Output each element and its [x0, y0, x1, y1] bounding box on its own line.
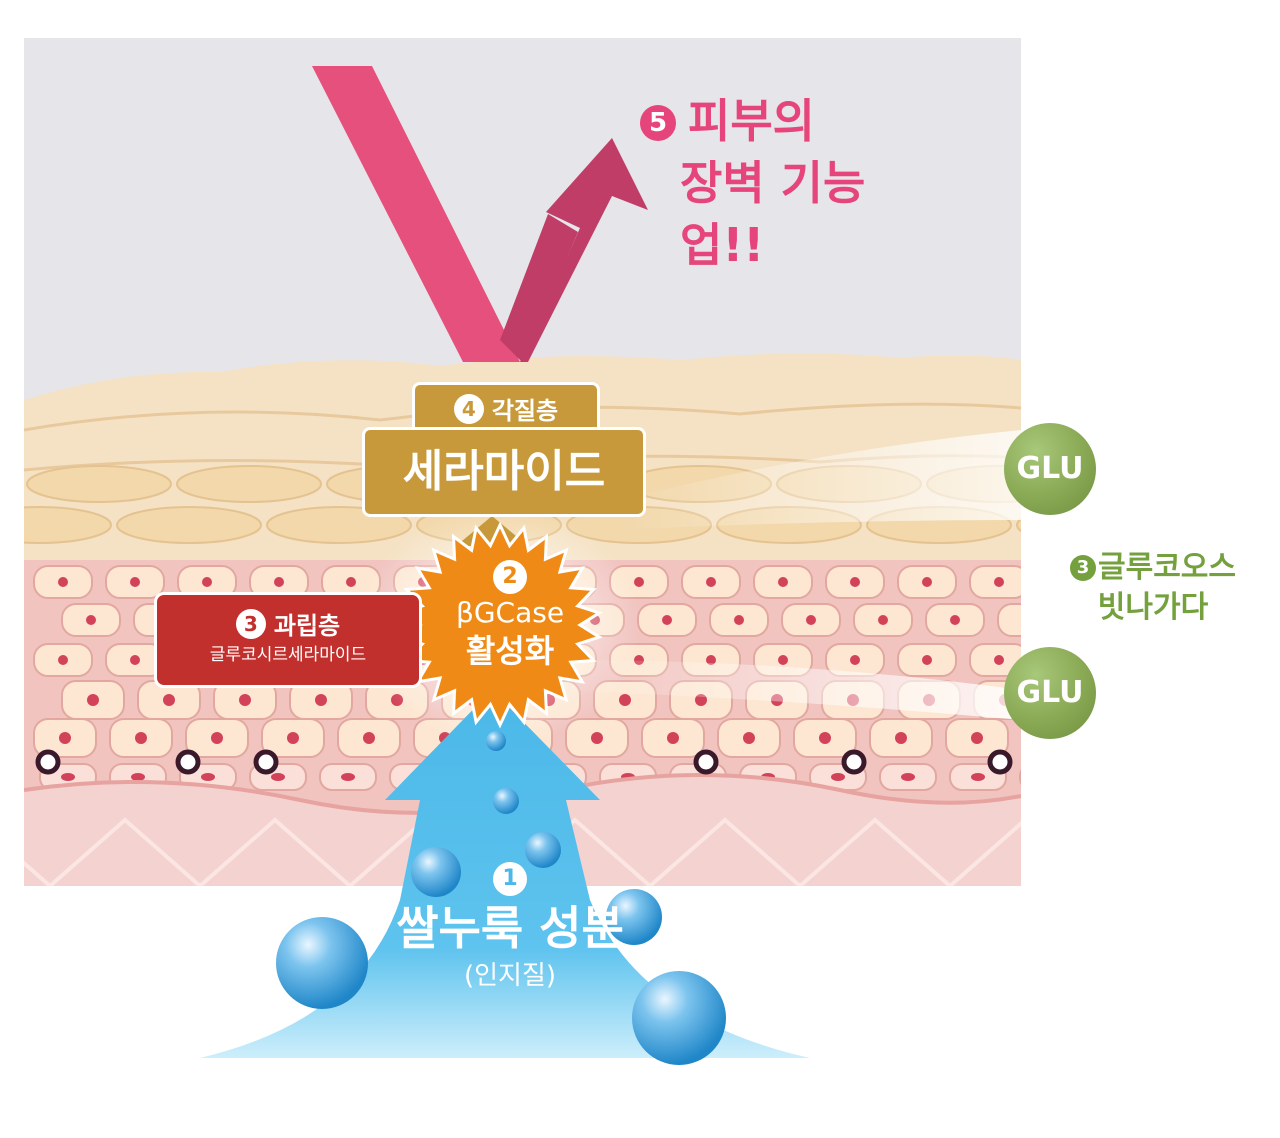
title-line-3: 업!!	[680, 218, 765, 272]
glucose-line-2: 빗나가다	[1097, 590, 1209, 625]
enzyme-burst	[397, 521, 603, 729]
step1-number: 1	[493, 862, 527, 896]
enzyme-label: 2 βGCase 활성화	[420, 560, 600, 670]
melanocytes	[35, 749, 1013, 775]
enzyme-name: βGCase	[455, 596, 565, 629]
title-line-1: 피부의	[688, 94, 815, 148]
glucose-badge-bottom: GLU	[1004, 647, 1096, 739]
glucose-badge-top: GLU	[1004, 423, 1096, 515]
title-line-2: 장벽 기능	[680, 156, 866, 210]
step2-number: 2	[493, 560, 527, 594]
cornified-layer-label: 각질층	[491, 397, 559, 425]
ingredient-name: 쌀누룩 성분	[396, 901, 624, 955]
ingredient-sub: (인지질)	[463, 961, 557, 991]
ceramide-label: 세라마이드	[362, 427, 646, 517]
glucose-line-1: 글루코오스	[1098, 550, 1236, 585]
glucose-number: 3	[1070, 555, 1096, 581]
barrier-up-arrow	[312, 66, 648, 362]
glucosylceramide-label: 글루코시르세라마이드	[209, 645, 367, 665]
step4-number: 4	[453, 394, 484, 424]
step3-number: 3	[235, 609, 266, 639]
step5-number: 5	[640, 105, 676, 141]
granular-layer-label: 과립층	[273, 612, 341, 640]
barrier-function-title: 5 피부의 장벽 기능 업!!	[640, 90, 866, 276]
ingredient-bubbles	[276, 731, 726, 1065]
ingredient-label: 1 쌀누룩 성분 (인지질)	[330, 862, 690, 992]
enzyme-activation: 활성화	[465, 632, 555, 670]
